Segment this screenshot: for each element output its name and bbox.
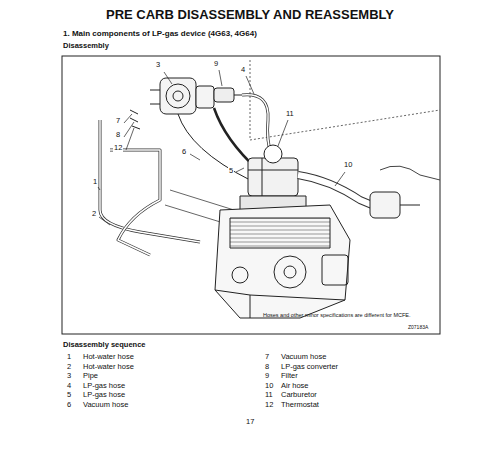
callout-number: 3 [155,61,161,69]
item-name: LP-gas converter [280,363,339,371]
page-number: 17 [245,418,255,426]
engine [215,205,350,318]
callout-number: 6 [181,148,187,156]
item-number: 5 [66,391,72,399]
figure-note: Hoses and other minor specifications are… [262,313,412,319]
item-name: Thermostat [280,401,320,409]
sub-heading: Disassembly [62,42,110,50]
item-number: 6 [66,401,72,409]
callout-number: 4 [240,66,246,74]
item-name: Air hose [280,382,310,390]
list-heading: Disassembly sequence [62,341,147,349]
item-number: 3 [66,372,72,380]
item-name: LP-gas hose [82,391,126,399]
callout-number: 8 [115,131,121,139]
item-name: Vacuum hose [280,353,327,361]
page-title: PRE CARB DISASSEMBLY AND REASSEMBLY [0,8,500,21]
item-number: 7 [264,353,270,361]
item-name: Carburetor [280,391,318,399]
item-name: LP-gas hose [82,382,126,390]
callout-number: 11 [285,110,295,118]
callout-number: 12 [113,144,123,152]
item-name: Pipe [82,372,99,380]
item-number: 4 [66,382,72,390]
callout-number: 10 [343,161,353,169]
item-number: 2 [66,363,72,371]
item-name: Hot-water hose [82,363,135,371]
item-number: 12 [264,401,274,409]
air-cleaner [370,192,400,218]
callout-number: 9 [213,60,219,68]
item-number: 9 [264,372,270,380]
carburetor [240,145,306,210]
item-name: Vacuum hose [82,401,129,409]
item-number: 11 [264,391,274,399]
callout-number: 7 [115,117,121,125]
item-name: Filter [280,372,299,380]
figure-code: Z07183A [407,325,429,330]
lp-gas-converter [150,78,214,114]
item-number: 1 [66,353,72,361]
figure-frame [62,56,440,334]
callout-number: 2 [91,210,97,218]
callout-number: 5 [228,167,234,175]
callout-number: 1 [92,178,98,186]
item-number: 10 [264,382,274,390]
filter [214,88,242,102]
item-name: Hot-water hose [82,353,135,361]
section-heading: 1. Main components of LP-gas device (4G6… [62,30,258,38]
item-number: 8 [264,363,270,371]
